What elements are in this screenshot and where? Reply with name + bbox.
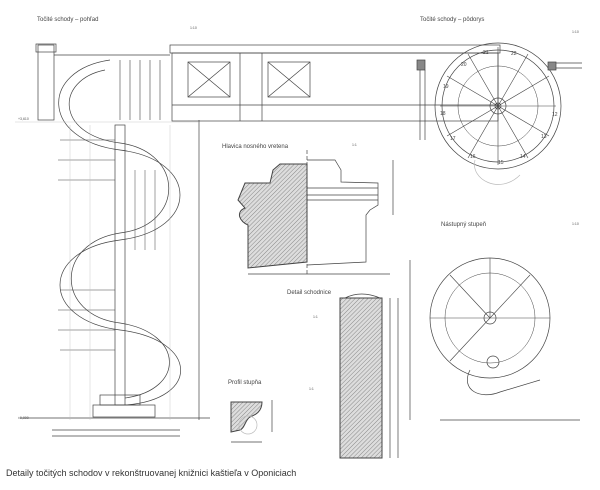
stringer-title: Detail schodnice xyxy=(287,290,332,296)
svg-text:16: 16 xyxy=(470,154,476,160)
spiral-plan xyxy=(416,42,582,185)
svg-text:19: 19 xyxy=(443,84,449,90)
step-profile-detail xyxy=(230,400,273,443)
elevation-scale: 1:10 xyxy=(190,26,197,30)
svg-text:20: 20 xyxy=(461,62,467,68)
svg-text:15: 15 xyxy=(498,160,504,166)
plan-title: Točité schody – pôdorys xyxy=(420,17,485,23)
stringer-scale: 1:1 xyxy=(313,315,318,319)
capital-title: Hlavica nosného vretena xyxy=(222,144,289,150)
figure-caption: Detaily točitých schodov v rekonštruovan… xyxy=(6,468,297,478)
first-step-plan xyxy=(409,257,580,421)
railing-elevation xyxy=(35,43,501,122)
svg-text:12: 12 xyxy=(552,112,558,118)
step-profile-scale: 1:1 xyxy=(309,387,314,391)
svg-text:18: 18 xyxy=(440,111,446,117)
step-profile-title: Profil stupňa xyxy=(228,380,262,386)
spiral-stair-elevation xyxy=(20,59,210,437)
capital-detail xyxy=(237,150,394,275)
plan-scale: 1:10 xyxy=(572,30,579,34)
elevation-title: Točité schody – pohľad xyxy=(37,17,99,23)
svg-text:13: 13 xyxy=(541,134,547,140)
capital-scale: 1:1 xyxy=(352,143,357,147)
svg-text:22: 22 xyxy=(511,51,517,57)
guide-lines xyxy=(15,121,200,420)
step-numbers: 12 13 14 15 16 17 18 19 20 21 22 xyxy=(440,50,558,166)
svg-text:14: 14 xyxy=(520,154,526,160)
level-top: +3,610 xyxy=(18,117,29,121)
first-step-title: Nástupný stupeň xyxy=(441,222,487,228)
svg-text:21: 21 xyxy=(483,50,489,56)
stringer-detail xyxy=(339,293,399,459)
first-step-scale: 1:10 xyxy=(572,222,579,226)
svg-text:17: 17 xyxy=(450,136,456,142)
